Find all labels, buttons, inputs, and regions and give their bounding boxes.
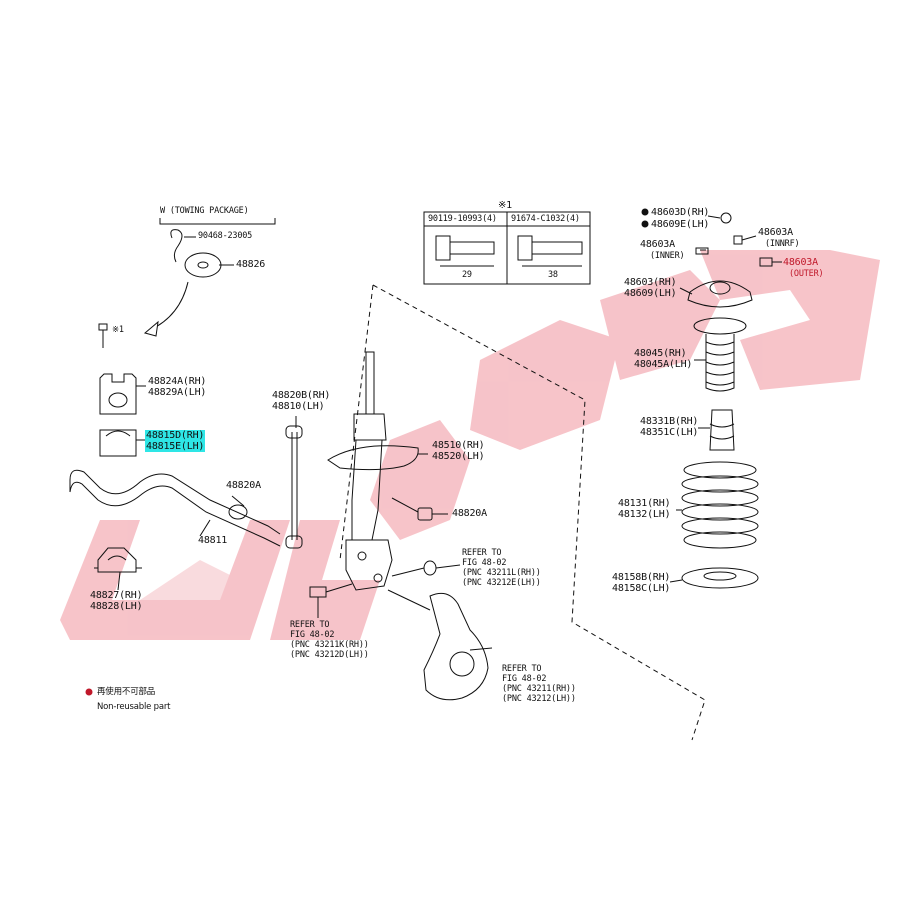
- part-48603a-inner: 48603A: [640, 239, 675, 250]
- bolt-48603a-inner: [733, 235, 743, 245]
- part-48603a-outer: 48603A: [783, 257, 818, 268]
- part-48827: 48827(RH)48828(LH): [90, 590, 143, 612]
- bolt-dim-2: 38: [548, 270, 558, 280]
- part-48820a-right: 48820A: [452, 508, 487, 519]
- part-48158: 48158B(RH)48158C(LH): [612, 572, 671, 594]
- inner-label: (INNER): [650, 251, 685, 261]
- legend-dot-nonreusable: [85, 688, 93, 696]
- bolt-part-1: 90119-10993(4): [428, 214, 497, 224]
- strut-upper: [353, 413, 387, 441]
- strut-bracket: [345, 539, 393, 591]
- part-48510: 48510(RH)48520(LH): [432, 440, 485, 462]
- bolt-48603a-left: [695, 247, 709, 255]
- part-48603a-innrf: 48603A: [758, 227, 793, 238]
- arrow-curve: [149, 281, 189, 331]
- bracket-48824: [99, 373, 137, 415]
- bolt-icon-2: [517, 235, 533, 261]
- innrf-label: (INNRF): [765, 239, 800, 249]
- header-note: ※1: [498, 200, 512, 211]
- stabilizer-bar: [69, 469, 281, 535]
- part-48815[interactable]: 48815D(RH)48815E(LH): [145, 430, 206, 452]
- dashed-outline: [372, 284, 706, 741]
- nut-48603d: [720, 212, 732, 224]
- part-48820b: 48820B(RH)48810(LH): [272, 390, 331, 412]
- steering-knuckle: [423, 592, 489, 701]
- part-48811: 48811: [198, 535, 228, 546]
- legend-en: Non-reusable part: [97, 702, 171, 712]
- clip-shape: [170, 229, 183, 263]
- bolt-dim-1: 29: [462, 270, 472, 280]
- bolt-table-art: [423, 211, 591, 285]
- part-48603: 48603(RH)48609(LH): [624, 277, 677, 299]
- bolt-48603a-outer: [759, 257, 773, 267]
- legend-jp: 再使用不可部品: [97, 687, 156, 697]
- bracket-48827: [97, 547, 137, 573]
- bushing-48815: [99, 429, 137, 457]
- washer-48826: [184, 252, 222, 278]
- spring-seat: [327, 445, 419, 471]
- strut-rod: [365, 351, 375, 415]
- dot-48603d: [641, 208, 649, 216]
- watermark-logo: [60, 250, 880, 640]
- part-48131: 48131(RH)48132(LH): [618, 498, 671, 520]
- bumper-48331: [709, 409, 735, 451]
- dot-48609e: [641, 220, 649, 228]
- bolt-icon-1: [435, 235, 451, 261]
- part-90468: 90468-23005: [198, 231, 253, 241]
- part-48826: 48826: [236, 259, 266, 270]
- part-48824: 48824A(RH)48829A(LH): [148, 376, 207, 398]
- part-48609e: 48609E(LH): [651, 219, 710, 230]
- part-48045: 48045(RH)48045A(LH): [634, 348, 693, 370]
- mount-48603: [687, 280, 753, 308]
- star1-label: ※1: [112, 325, 124, 335]
- insulator-48158: [681, 567, 759, 589]
- towing-label: W (TOWING PACKAGE): [160, 206, 249, 216]
- bolt-part-2: 91674-C1032(4): [511, 214, 580, 224]
- line-art: [69, 212, 782, 741]
- towing-bracket: [159, 218, 276, 225]
- part-48331: 48331B(RH)48351C(LH): [640, 416, 699, 438]
- outer-label: (OUTER): [789, 269, 824, 279]
- part-48820a-left: 48820A: [226, 480, 261, 491]
- coil-spring-48131: [681, 461, 759, 549]
- part-48603d: 48603D(RH): [651, 207, 710, 218]
- boot-48045: [693, 317, 747, 335]
